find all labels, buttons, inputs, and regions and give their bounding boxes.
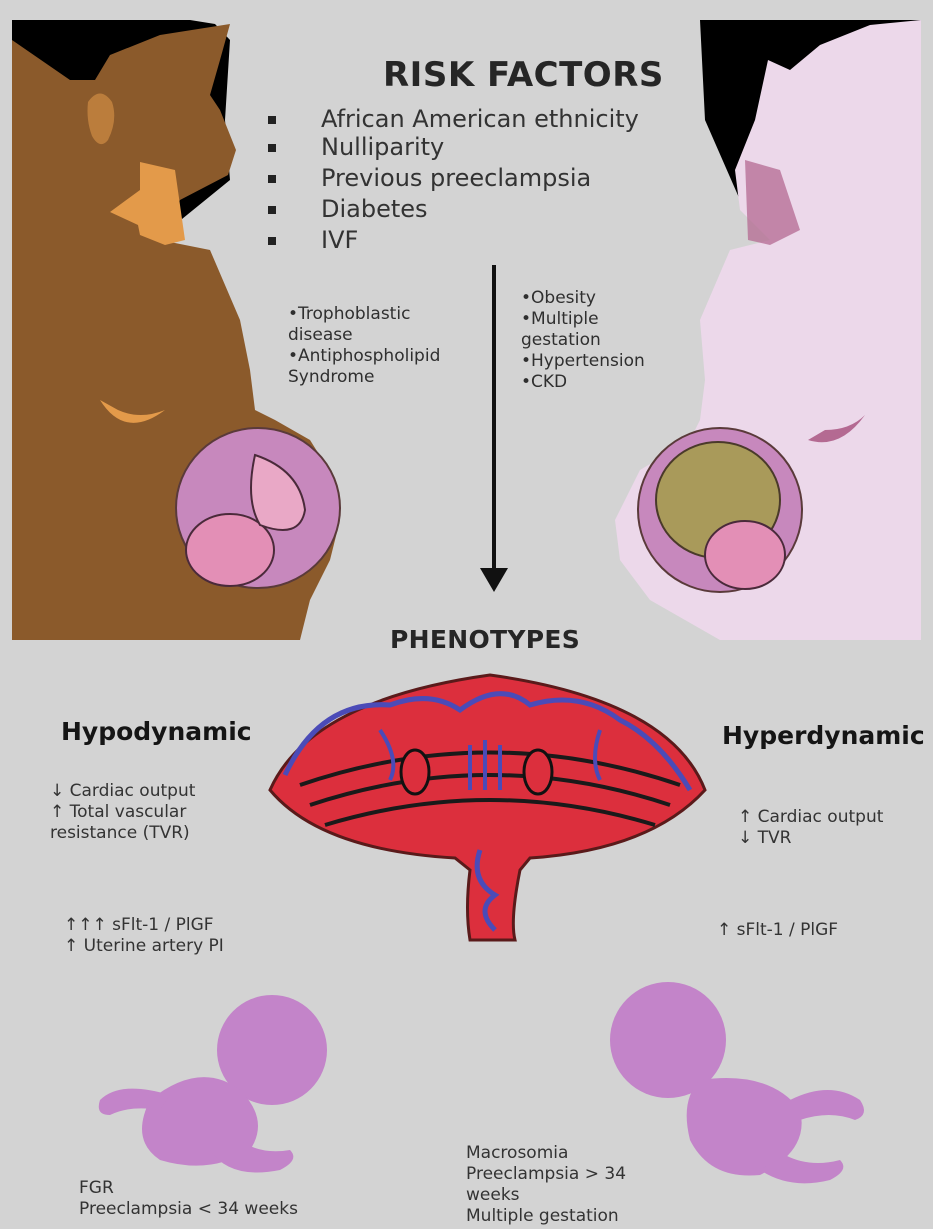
hypodynamic-title: Hypodynamic <box>61 717 252 746</box>
right-pregnant-silhouette <box>615 20 921 640</box>
list-item: •Trophoblastic <box>288 304 440 325</box>
risk-factor-label: African American ethnicity <box>321 104 639 135</box>
list-item: •Antiphospholipid <box>288 346 440 367</box>
hyperdynamic-title: Hyperdynamic <box>722 721 925 750</box>
list-item: ↑ Uterine artery PI <box>64 936 224 957</box>
left-baby-illustration <box>99 995 327 1173</box>
bullet-icon <box>268 175 276 183</box>
right-baby-illustration <box>610 982 864 1183</box>
risk-factors-left-column: •Trophoblastic disease •Antiphospholipid… <box>288 304 440 388</box>
list-item: ↓ Cardiac output <box>50 781 195 802</box>
hyperdynamic-hemodynamics: ↑ Cardiac output ↓ TVR <box>738 807 883 849</box>
list-item: Preeclampsia < 34 weeks <box>79 1199 298 1220</box>
list-item: •Multiple <box>521 309 645 330</box>
list-item: FGR <box>79 1178 298 1199</box>
phenotypes-title: PHENOTYPES <box>390 625 580 654</box>
list-item: •Obesity <box>521 288 645 309</box>
list-item: gestation <box>521 330 645 351</box>
hypodynamic-hemodynamics: ↓ Cardiac output ↑ Total vascular resist… <box>50 781 195 844</box>
list-item: Multiple gestation <box>466 1206 626 1227</box>
bullet-icon <box>268 144 276 152</box>
list-item: resistance (TVR) <box>50 823 195 844</box>
list-item: ↓ TVR <box>738 828 883 849</box>
risk-factor-label: Diabetes <box>321 194 428 225</box>
list-item: •CKD <box>521 372 645 393</box>
list-item: ↑ sFlt-1 / PlGF <box>717 920 838 941</box>
placenta-illustration <box>270 675 705 940</box>
list-item: weeks <box>466 1185 626 1206</box>
risk-to-phenotype-arrow <box>480 265 508 592</box>
list-item: •Hypertension <box>521 351 645 372</box>
list-item: Syndrome <box>288 367 440 388</box>
bullet-icon <box>268 116 276 124</box>
list-item: ↑ Cardiac output <box>738 807 883 828</box>
risk-factors-right-column: •Obesity •Multiple gestation •Hypertensi… <box>521 288 645 393</box>
hypodynamic-outcomes: FGR Preeclampsia < 34 weeks <box>79 1178 298 1220</box>
right-fetus-head <box>705 521 785 589</box>
bullet-icon <box>268 206 276 214</box>
list-item: ↑ Total vascular <box>50 802 195 823</box>
risk-factor-label: Nulliparity <box>321 132 444 163</box>
bullet-icon <box>268 237 276 245</box>
hypodynamic-markers: ↑↑↑ sFlt-1 / PlGF ↑ Uterine artery PI <box>64 915 224 957</box>
hyperdynamic-markers: ↑ sFlt-1 / PlGF <box>717 920 838 941</box>
list-item: disease <box>288 325 440 346</box>
list-item: Macrosomia <box>466 1143 626 1164</box>
list-item: ↑↑↑ sFlt-1 / PlGF <box>64 915 224 936</box>
list-item: Preeclampsia > 34 <box>466 1164 626 1185</box>
risk-factor-label: Previous preeclampsia <box>321 163 591 194</box>
risk-factors-title: RISK FACTORS <box>383 55 664 95</box>
hyperdynamic-outcomes: Macrosomia Preeclampsia > 34 weeks Multi… <box>466 1143 626 1227</box>
risk-factor-label: IVF <box>321 225 358 256</box>
